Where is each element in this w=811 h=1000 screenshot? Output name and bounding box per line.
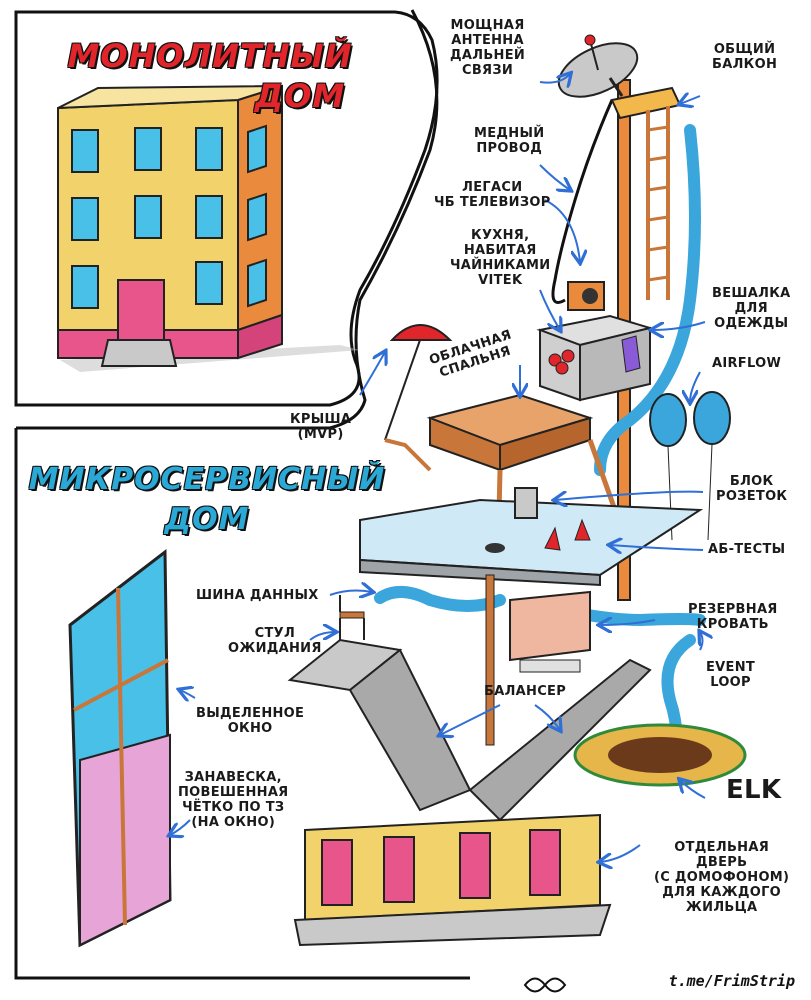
balloon-icon <box>649 391 731 541</box>
label-event-l1: EVENT <box>706 660 756 675</box>
label-sockets: БЛОК РОЗЕТОК <box>716 474 787 504</box>
label-curtain-l2: ПОВЕШЕННАЯ <box>178 785 289 800</box>
label-legacy-tv: ЛЕГАСИ ЧБ ТЕЛЕВИЗОР <box>434 180 551 210</box>
footer-link[interactable]: t.me/FrimStrip <box>668 972 795 990</box>
label-window-l2: ОКНО <box>227 721 273 736</box>
label-hanger: ВЕШАЛКА ДЛЯ ОДЕЖДЫ <box>712 286 791 331</box>
label-tv-l1: ЛЕГАСИ <box>462 180 523 195</box>
micro-panel-border-bottom <box>14 428 470 980</box>
label-antenna-l3: ДАЛЬНЕЙ <box>450 48 526 63</box>
label-window-l1: ВЫДЕЛЕННОЕ <box>196 706 305 721</box>
cloud-bedroom <box>426 393 618 561</box>
label-door-l3: (С ДОМОФОНОМ) <box>654 870 790 885</box>
label-antenna-l1: МОЩНАЯ <box>450 18 525 33</box>
common-balcony <box>610 86 682 300</box>
label-balcony-l1: ОБЩИЙ <box>713 42 776 57</box>
monolith-title-line2: ДОМ <box>254 77 346 115</box>
label-copper-l1: МЕДНЫЙ <box>474 126 545 141</box>
callout-arrows <box>170 74 705 862</box>
label-kitchen-l4: VITEK <box>478 273 523 288</box>
reserve-bed <box>509 590 591 673</box>
label-kitchen-l1: КУХНЯ, <box>471 228 530 243</box>
label-sockets-l2: РОЗЕТОК <box>716 489 788 504</box>
label-balancer: БАЛАНСЕР <box>484 684 567 699</box>
label-kitchen-l2: НАБИТАЯ <box>463 243 537 258</box>
label-antenna: МОЩНАЯ АНТЕННА ДАЛЬНЕЙ СВЯЗИ <box>450 18 525 78</box>
label-door-l5: ЖИЛЬЦА <box>685 900 758 915</box>
label-door-l1: ОТДЕЛЬНАЯ <box>674 840 770 855</box>
label-reserve-l2: КРОВАТЬ <box>696 617 769 632</box>
label-balcony-l2: БАЛКОН <box>712 57 778 72</box>
label-balcony: ОБЩИЙ БАЛКОН <box>712 42 777 72</box>
label-hanger-l1: ВЕШАЛКА <box>712 286 791 301</box>
micro-title-line2: ДОМ <box>164 502 250 537</box>
monolith-building <box>57 84 360 372</box>
label-sockets-l1: БЛОК <box>729 474 774 489</box>
label-roof-l2: (MVP) <box>297 427 344 442</box>
label-tv-l2: ЧБ ТЕЛЕВИЗОР <box>434 195 551 210</box>
label-curtain-l3: ЧЁТКО ПО ТЗ <box>182 800 285 815</box>
label-event-l2: LOOP <box>710 675 751 690</box>
stairs <box>287 638 652 822</box>
label-airflow: AIRFLOW <box>712 356 782 371</box>
micro-title: МИКРОСЕРВИСНЫЙ ДОМ <box>22 460 392 540</box>
dedicated-window <box>68 548 172 948</box>
label-antenna-l2: АНТЕННА <box>451 33 524 48</box>
label-chair-l2: ОЖИДАНИЯ <box>228 641 322 656</box>
label-chair-l1: СТУЛ <box>254 626 296 641</box>
elk-pit <box>573 723 747 787</box>
copper-wire <box>551 99 614 304</box>
main-platform <box>359 487 704 587</box>
label-elk: ELK <box>726 775 782 805</box>
ground-floor <box>293 813 612 947</box>
label-door-l4: ДЛЯ КАЖДОГО <box>662 885 782 900</box>
monolith-title-line1: МОНОЛИТНЫЙ <box>67 37 353 75</box>
label-roof-l1: КРЫША <box>290 412 352 427</box>
label-wait-chair: СТУЛ ОЖИДАНИЯ <box>228 626 322 656</box>
label-event-loop: EVENT LOOP <box>706 660 755 690</box>
label-antenna-l4: СВЯЗИ <box>462 63 514 78</box>
infinity-icon <box>523 977 567 993</box>
kitchen-cube <box>536 281 654 402</box>
label-copper-l2: ПРОВОД <box>476 141 543 156</box>
kettle-stack <box>548 349 575 375</box>
micro-panel-border <box>16 9 439 430</box>
chair-icon <box>339 595 365 640</box>
label-reserve-bed: РЕЗЕРВНАЯ КРОВАТЬ <box>688 602 778 632</box>
label-copper-wire: МЕДНЫЙ ПРОВОД <box>474 126 544 156</box>
label-kitchen: КУХНЯ, НАБИТАЯ ЧАЙНИКАМИ VITEK <box>450 228 550 288</box>
label-roof-mvp: КРЫША (MVP) <box>290 412 351 442</box>
micro-title-line1: МИКРОСЕРВИСНЫЙ <box>28 462 386 497</box>
central-pole <box>485 574 495 746</box>
label-dedicated-window: ВЫДЕЛЕННОЕ ОКНО <box>196 706 304 736</box>
label-door-l2: ДВЕРЬ <box>695 855 748 870</box>
label-data-bus: ШИНА ДАННЫХ <box>196 588 319 603</box>
label-reserve-l1: РЕЗЕРВНАЯ <box>688 602 778 617</box>
umbrella-icon <box>384 324 453 472</box>
label-ab-tests: АБ-ТЕСТЫ <box>708 542 786 557</box>
label-curtain: ЗАНАВЕСКА, ПОВЕШЕННАЯ ЧЁТКО ПО ТЗ (НА ОК… <box>178 770 289 830</box>
label-hanger-l3: ОДЕЖДЫ <box>714 316 789 331</box>
label-separate-door: ОТДЕЛЬНАЯ ДВЕРЬ (С ДОМОФОНОМ) ДЛЯ КАЖДОГ… <box>654 840 789 915</box>
label-kitchen-l3: ЧАЙНИКАМИ <box>450 258 551 273</box>
label-curtain-l4: (НА ОКНО) <box>191 815 276 830</box>
monolith-title: МОНОЛИТНЫЙ ДОМ <box>20 36 400 116</box>
label-curtain-l1: ЗАНАВЕСКА, <box>184 770 282 785</box>
label-hanger-l2: ДЛЯ <box>734 301 768 316</box>
